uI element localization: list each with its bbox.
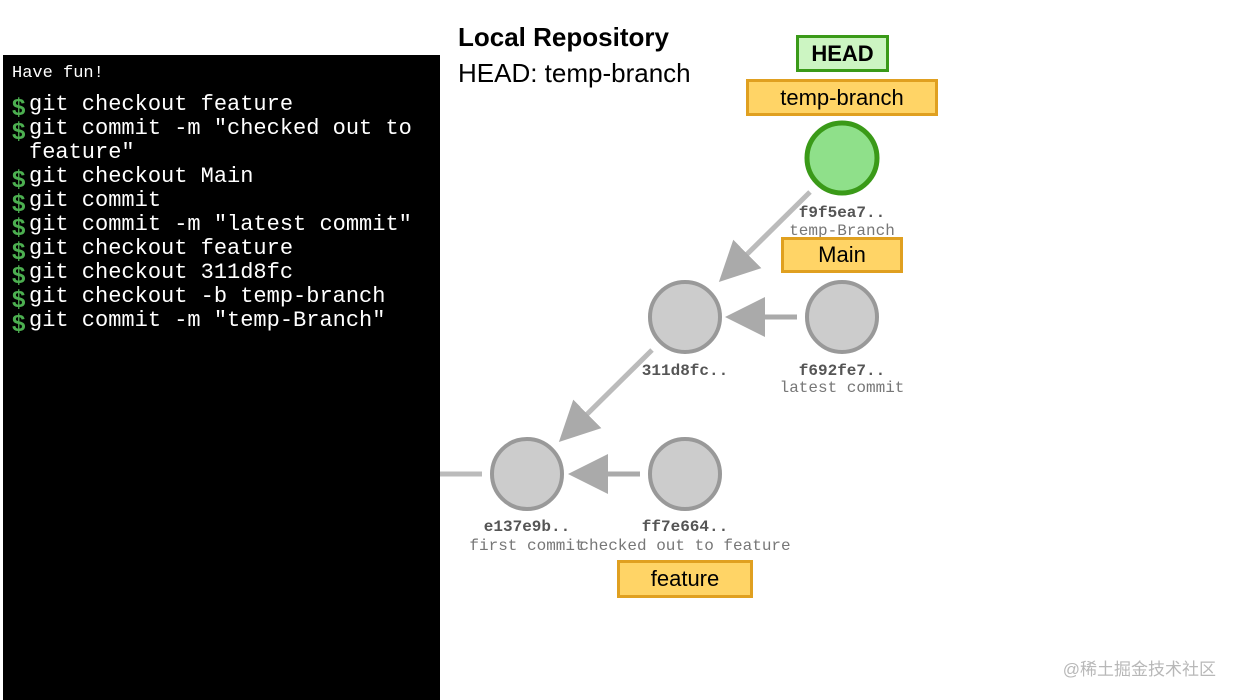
commit-id-f692fe7: f692fe7.. <box>798 362 886 380</box>
branch-tag-feature: feature <box>617 560 753 598</box>
commit-node-ff7e664 <box>648 437 722 511</box>
commit-node-311d8fc <box>648 280 722 354</box>
commit-message-f9f5ea7: temp-Branch <box>789 222 895 240</box>
prompt-icon: $ <box>12 238 26 265</box>
commit-message-e137e9b: first commit <box>469 537 585 555</box>
terminal-command: $ git checkout 311d8fc <box>12 260 294 289</box>
prompt-icon: $ <box>12 190 26 217</box>
edge-311d8fc-to-e137e9b <box>558 348 654 443</box>
prompt-icon: $ <box>12 214 26 241</box>
commit-node-f692fe7 <box>805 280 879 354</box>
prompt-icon: $ <box>12 166 26 193</box>
terminal-welcome: Have fun! <box>12 64 104 83</box>
terminal-command: $ git checkout feature <box>12 92 294 121</box>
prompt-icon: $ <box>12 310 26 337</box>
commit-message-f692fe7: latest commit <box>779 379 905 397</box>
terminal-command: $ git checkout feature <box>12 236 294 265</box>
commit-id-311d8fc: 311d8fc.. <box>641 362 729 380</box>
prompt-icon: $ <box>12 286 26 313</box>
repository-title: Local Repository <box>458 22 669 52</box>
terminal-command: $ git commit -m "latest commit" <box>12 212 412 241</box>
terminal-command: $ git commit -m "temp-Branch" <box>12 308 386 337</box>
terminal-command: $ git commit -m "checked out to feature" <box>12 116 426 165</box>
repository-head-status: HEAD: temp-branch <box>458 58 691 88</box>
commit-id-ff7e664: ff7e664.. <box>641 518 729 536</box>
terminal-command: $ git checkout Main <box>12 164 254 193</box>
watermark: @稀土掘金技术社区 <box>1062 660 1216 679</box>
commit-node-e137e9b <box>490 437 564 511</box>
edge-f9f5ea7-to-311d8fc <box>718 190 812 283</box>
commit-node-f9f5ea7 <box>804 120 880 196</box>
head-label: HEAD <box>796 35 889 72</box>
commit-message-ff7e664: checked out to feature <box>579 537 791 555</box>
commit-id-e137e9b: e137e9b.. <box>483 518 571 536</box>
terminal-command: $ git checkout -b temp-branch <box>12 284 386 313</box>
terminal-command: $ git commit <box>12 188 162 217</box>
terminal-panel[interactable]: Have fun! $ git checkout feature $ git c… <box>3 55 440 700</box>
prompt-icon: $ <box>12 262 26 289</box>
branch-tag-temp-branch: temp-branch <box>746 79 938 116</box>
commit-id-f9f5ea7: f9f5ea7.. <box>798 204 886 222</box>
prompt-icon: $ <box>12 94 26 121</box>
branch-tag-main: Main <box>781 237 903 273</box>
prompt-icon: $ <box>12 118 26 145</box>
